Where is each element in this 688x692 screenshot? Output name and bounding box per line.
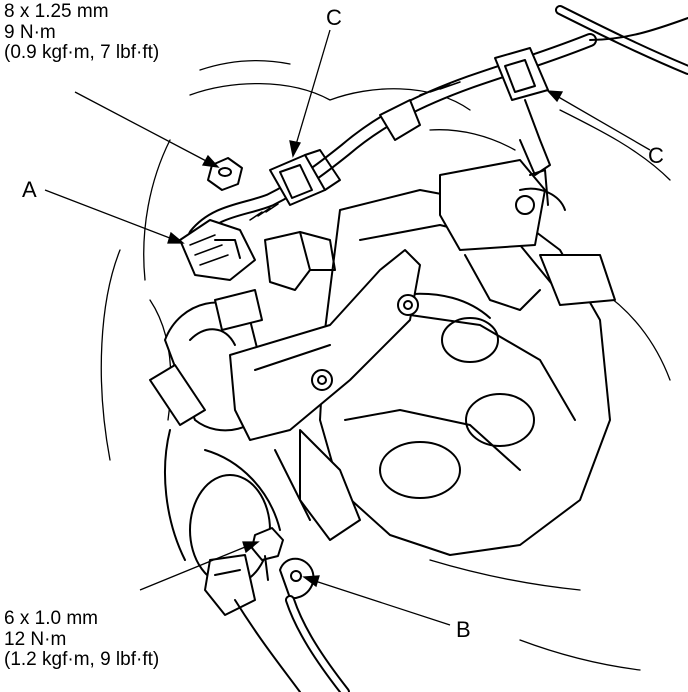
harness-connector-upper <box>269 149 341 206</box>
spec-top-label: 8 x 1.25 mm 9 N·m (0.9 kgf·m, 7 lbf·ft) <box>4 1 160 64</box>
spec-top-torque: 9 N·m <box>4 21 56 43</box>
spec-bottom-torque: 12 N·m <box>4 628 67 650</box>
harness-clip-right <box>494 47 551 176</box>
callout-b: B <box>456 617 471 642</box>
mount-bracket <box>229 249 421 541</box>
ground-terminal-b <box>234 557 350 692</box>
spec-bottom-label: 6 x 1.0 mm 12 N·m (1.2 kgf·m, 9 lbf·ft) <box>4 608 160 671</box>
spec-bottom-size: 6 x 1.0 mm <box>4 608 98 629</box>
bolt-bottom <box>204 527 284 616</box>
callout-c-top: C <box>326 5 342 30</box>
callout-a: A <box>22 177 37 202</box>
spec-top-torque-alt: (0.9 kgf·m, 7 lbf·ft) <box>4 42 160 64</box>
spec-bottom-torque-alt: (1.2 kgf·m, 9 lbf·ft) <box>4 649 160 671</box>
leader-lines <box>44 29 651 626</box>
harness-bracket <box>264 231 336 291</box>
spec-top-size: 8 x 1.25 mm <box>4 1 109 22</box>
connector-a-body <box>179 219 256 281</box>
callout-c-right: C <box>648 143 664 168</box>
sensor-assembly <box>439 159 566 311</box>
